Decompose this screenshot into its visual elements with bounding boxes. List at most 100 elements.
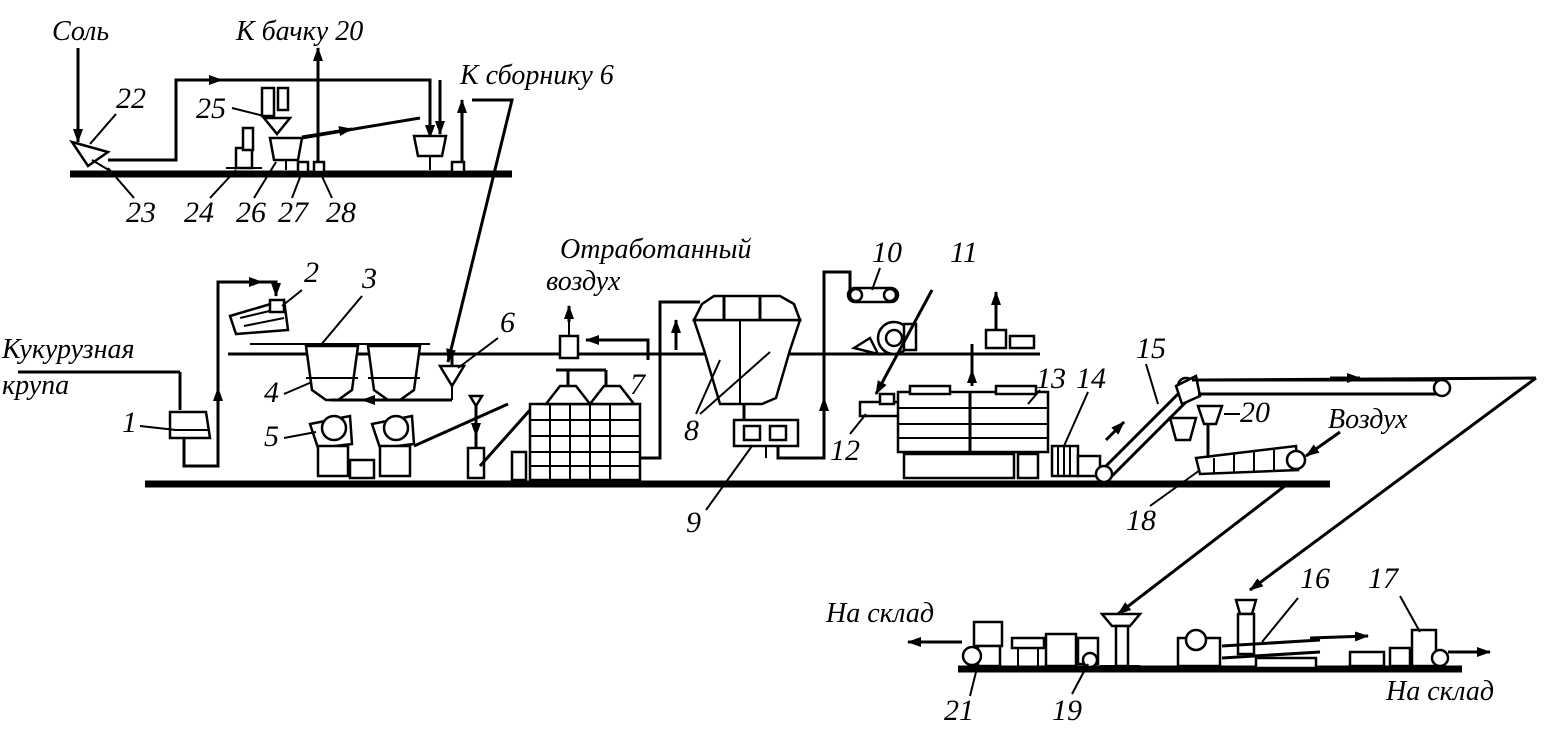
number-20: 20 <box>1240 396 1270 429</box>
elevator-15-head <box>1174 374 1202 406</box>
label-to-warehouse-right: На склад <box>1385 676 1494 707</box>
leader-24 <box>209 169 237 199</box>
packer-16 <box>1176 598 1321 670</box>
number-24: 24 <box>184 196 214 229</box>
line-to-16 <box>1249 376 1537 592</box>
leader-25 <box>231 107 265 117</box>
leader-22 <box>89 113 117 145</box>
label-to-warehouse-left: На склад <box>825 598 934 629</box>
number-2: 2 <box>304 256 319 289</box>
line-1-to-2 <box>182 280 281 468</box>
label-exhaust-air-2: воздух <box>546 266 621 297</box>
number-4: 4 <box>264 376 279 409</box>
collector-6 <box>437 364 467 400</box>
salt-hopper-22 <box>69 139 113 173</box>
pump-top-right <box>450 160 466 174</box>
number-19: 19 <box>1052 694 1082 727</box>
line-to-dryer <box>413 402 509 448</box>
number-5: 5 <box>264 420 279 453</box>
dryer-to-cyclones <box>640 300 700 460</box>
number-9: 9 <box>686 506 701 539</box>
number-21: 21 <box>944 694 974 727</box>
number-1: 1 <box>122 406 137 439</box>
leader-4 <box>283 381 313 395</box>
leader-3 <box>319 295 363 347</box>
coating-drum-18 <box>1194 424 1307 476</box>
number-23: 23 <box>126 196 156 229</box>
line-11-to-12 <box>874 289 934 395</box>
leader-26 <box>253 161 277 199</box>
label-corn-grits-2: крупа <box>2 370 69 401</box>
air-conveyor-return <box>1199 376 1537 382</box>
mixers-5 <box>308 414 416 480</box>
leader-15 <box>1145 363 1159 405</box>
salt-tank-26 <box>268 136 304 170</box>
leader-6 <box>457 337 499 369</box>
label-corn-grits-1: Кукурузная <box>1 334 135 365</box>
conveyor-16-arrow <box>1309 631 1369 642</box>
salt-feeder-25 <box>260 86 293 136</box>
air-filter <box>558 318 580 360</box>
number-8: 8 <box>684 414 699 447</box>
leader-21 <box>969 663 979 697</box>
number-13: 13 <box>1036 362 1066 395</box>
number-6: 6 <box>500 306 515 339</box>
elevator-15-arrow <box>1104 420 1126 442</box>
incline-conveyor <box>478 409 532 467</box>
extruder-head-12 <box>858 392 902 418</box>
label-to-tank-20: К бачку 20 <box>235 16 363 47</box>
fan-11 <box>850 320 918 356</box>
number-3: 3 <box>361 262 377 295</box>
leader-18 <box>1149 469 1201 507</box>
leader-13 <box>1027 389 1041 405</box>
leader-8b <box>699 351 771 415</box>
hopper-under-15 <box>1168 416 1198 442</box>
number-7: 7 <box>630 368 647 401</box>
label-to-collector-6: К сборнику 6 <box>459 60 614 91</box>
air-conveyor-pulley <box>1432 378 1452 398</box>
label-exhaust-air-1: Отработанный <box>560 234 751 265</box>
leader-16 <box>1261 597 1299 643</box>
leader-19 <box>1071 663 1089 695</box>
extruder-13 <box>896 384 1050 480</box>
solution-arrow <box>301 126 353 139</box>
leader-28 <box>319 171 333 199</box>
packer-17 <box>1348 628 1450 668</box>
leader-8a <box>695 359 721 415</box>
line-to-collector-6 <box>446 98 514 363</box>
cutter-14 <box>1050 444 1102 478</box>
dryer-7 <box>510 368 642 482</box>
conveyor-19 <box>1010 632 1100 669</box>
leader-10 <box>871 267 881 291</box>
number-25: 25 <box>196 92 226 125</box>
number-11: 11 <box>950 236 978 269</box>
number-18: 18 <box>1126 504 1156 537</box>
exhaust-return <box>585 335 650 360</box>
salt-dissolver-24 <box>226 126 262 170</box>
flavor-tank-20 <box>1196 404 1240 426</box>
packer-21 <box>961 620 1004 668</box>
number-14: 14 <box>1076 362 1106 395</box>
collector-tank-top <box>412 134 448 170</box>
number-26: 26 <box>236 196 266 229</box>
number-22: 22 <box>116 82 146 115</box>
number-12: 12 <box>830 434 860 467</box>
number-15: 15 <box>1136 332 1166 365</box>
line-to-19 <box>1117 480 1291 616</box>
pump-9 <box>732 418 800 458</box>
hopper-19 <box>1099 612 1143 668</box>
screen-2 <box>228 298 290 336</box>
cyclones-8 <box>691 294 802 406</box>
number-28: 28 <box>326 196 356 229</box>
leader-1 <box>139 425 177 431</box>
label-salt: Соль <box>52 16 109 47</box>
leader-27 <box>291 171 303 199</box>
number-16: 16 <box>1300 562 1330 595</box>
number-27: 27 <box>278 196 310 229</box>
upper-fan <box>984 308 1036 350</box>
label-air: Воздух <box>1328 404 1408 435</box>
leader-12 <box>849 413 867 435</box>
leader-5 <box>283 431 317 439</box>
number-10: 10 <box>872 236 902 269</box>
